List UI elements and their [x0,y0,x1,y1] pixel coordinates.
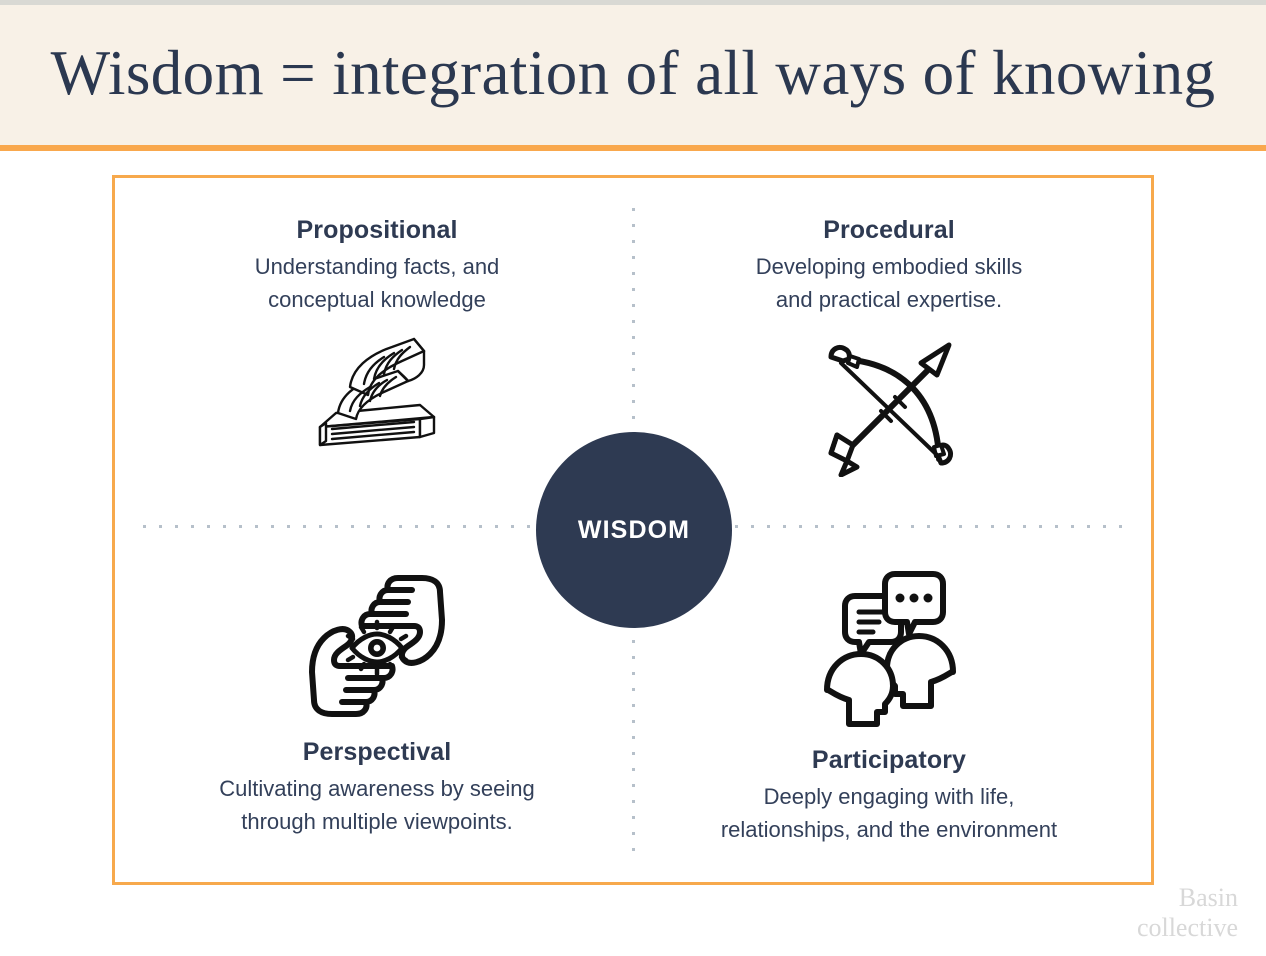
wisdom-label: WISDOM [577,515,691,544]
page-title: Wisdom = integration of all ways of know… [50,37,1216,108]
quadrant-procedural[interactable]: Procedural Developing embodied skills an… [639,216,1139,477]
quadrant-title-participatory: Participatory [811,746,967,774]
quadrant-propositional[interactable]: Propositional Understanding facts, and c… [127,216,627,460]
two-heads-speech-bubbles-icon [639,570,1139,730]
top-edge-strip [0,0,1266,5]
quadrant-title-perspectival: Perspectival [302,738,452,766]
watermark-line-2: collective [1136,913,1238,943]
bow-and-arrow-icon [639,335,1139,477]
quadrant-description-propositional: Understanding facts, and conceptual know… [254,254,500,313]
quadrant-description-participatory: Deeply engaging with life, relationships… [720,784,1058,843]
hands-framing-eye-icon [127,570,627,722]
quadrant-perspectival[interactable]: Perspectival Cultivating awareness by se… [127,570,627,839]
wisdom-center-circle[interactable]: WISDOM [536,432,732,628]
slide-header: Wisdom = integration of all ways of know… [0,5,1266,145]
brand-watermark: Basin collective [1137,883,1238,944]
quadrant-participatory[interactable]: Participatory Deeply engaging with life,… [639,570,1139,847]
quadrant-title-procedural: Procedural [823,216,955,244]
quadrant-title-propositional: Propositional [296,216,458,244]
watermark-line-1: Basin [1178,882,1238,912]
quadrant-description-procedural: Developing embodied skills and practical… [755,254,1023,313]
quadrant-description-perspectival: Cultivating awareness by seeing through … [219,776,535,835]
header-accent-rule [0,145,1266,151]
books-icon [127,335,627,460]
